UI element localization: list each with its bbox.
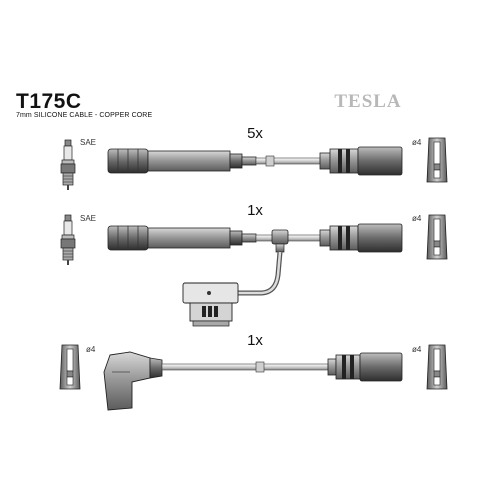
ignition-cable — [255, 157, 321, 165]
cable-row-3: 1x ø4 ø4 — [59, 332, 448, 411]
quantity-label: 1x — [247, 332, 263, 349]
plug-boot-straight — [107, 148, 257, 174]
terminal-size-label: ø4 — [412, 345, 422, 354]
terminal-cross-section-icon — [59, 344, 81, 390]
spark-plug-icon — [60, 139, 76, 190]
cable-row-2: 1x SAE ø4 — [60, 202, 448, 327]
sensor-connector-icon — [182, 282, 239, 327]
coil-boot-straight — [319, 223, 403, 253]
quantity-label: 5x — [247, 125, 263, 142]
brand-logo: TESLA — [334, 91, 401, 112]
ignition-cable — [161, 363, 329, 371]
terminal-cross-section-icon — [426, 214, 448, 260]
terminal-cross-section-icon — [426, 137, 448, 183]
coil-boot-straight — [327, 352, 403, 382]
coil-boot-straight — [319, 146, 403, 176]
cable-marker-sleeve — [255, 361, 265, 373]
branch-junction — [271, 229, 289, 253]
cable-description: 7mm SILICONE CABLE - COPPER CORE — [16, 112, 153, 119]
part-number-title: T175C — [16, 90, 82, 113]
terminal-cross-section-icon — [426, 344, 448, 390]
spark-plug-icon — [60, 214, 76, 265]
quantity-label: 1x — [247, 202, 263, 219]
plug-standard-label: SAE — [80, 214, 96, 223]
plug-standard-label: SAE — [80, 138, 96, 147]
cable-row-1: 5x SAE ø4 — [60, 125, 448, 190]
plug-boot-straight — [107, 225, 257, 251]
terminal-size-label: ø4 — [412, 138, 422, 147]
terminal-size-label-left: ø4 — [86, 345, 96, 354]
terminal-size-label: ø4 — [412, 214, 422, 223]
coil-boot-angled — [103, 351, 163, 411]
cable-marker-sleeve — [265, 155, 275, 167]
